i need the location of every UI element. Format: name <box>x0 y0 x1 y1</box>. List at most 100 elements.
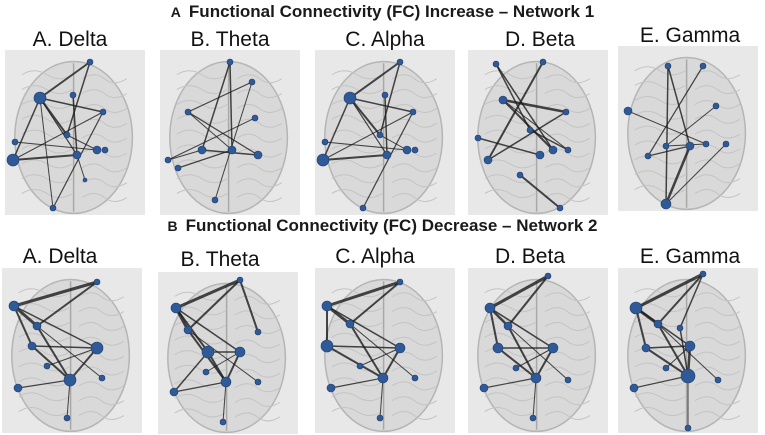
brain-network-gamma <box>618 46 758 211</box>
brain-node <box>685 141 695 151</box>
brain-gyrus <box>21 85 128 99</box>
connectivity-edge <box>239 279 259 333</box>
connectivity-edge <box>495 63 531 131</box>
connectivity-edge <box>66 61 91 136</box>
brain-node <box>183 325 193 335</box>
brain-node <box>376 414 384 422</box>
panel-label-gamma: E. Gamma <box>639 245 741 268</box>
brain-node <box>69 91 77 99</box>
connectivity-edge <box>326 345 384 379</box>
brain-gyrus <box>634 288 741 302</box>
brain-network-gamma <box>618 268 758 433</box>
connectivity-edge <box>489 307 554 349</box>
brain-gyrus <box>18 347 125 361</box>
connectivity-edge <box>31 345 98 349</box>
brain-node <box>321 300 333 312</box>
brain-node <box>93 278 101 286</box>
brain-node <box>376 131 384 139</box>
connectivity-edge <box>647 145 691 157</box>
brain-svg <box>158 272 298 434</box>
connectivity-edge <box>173 351 209 393</box>
brain-node <box>498 95 508 105</box>
brain-gyrus <box>331 174 438 188</box>
brain-gyrus <box>634 66 741 80</box>
brain-node <box>409 108 417 116</box>
brain-gyrus <box>331 392 438 406</box>
connectivity-edge <box>379 134 408 151</box>
brain-network-alpha <box>315 50 455 215</box>
brain-gyrus <box>331 129 438 143</box>
connectivity-edge <box>177 149 233 169</box>
brain-network-beta <box>468 268 608 433</box>
connectivity-edge <box>52 111 104 209</box>
connectivity-edge <box>326 305 401 349</box>
brain-node <box>653 319 663 329</box>
connectivity-edge <box>66 379 71 419</box>
brain-gyrus <box>484 392 591 406</box>
connectivity-edge <box>645 347 689 377</box>
connectivity-edge <box>362 111 414 209</box>
brain-node <box>396 278 404 286</box>
brain-gyrus <box>484 70 591 84</box>
brain-node <box>170 302 182 314</box>
brain-network-delta <box>2 268 142 433</box>
connectivity-edge <box>36 281 98 327</box>
brain-node <box>474 134 482 142</box>
connectivity-edge <box>36 325 103 379</box>
panel-label-theta: B. Theta <box>180 248 260 271</box>
brain-gyrus <box>21 99 128 113</box>
connectivity-edge <box>379 377 384 419</box>
connectivity-edge <box>635 272 704 310</box>
brain-gyrus <box>18 317 125 331</box>
connectivity-edge <box>349 61 401 99</box>
brain-node <box>544 272 552 280</box>
brain-node <box>211 196 219 204</box>
connectivity-edge <box>507 325 569 381</box>
connectivity-edge <box>13 305 98 349</box>
brain-node <box>359 204 367 212</box>
connectivity-edge <box>535 347 554 379</box>
connectivity-edge <box>519 174 561 209</box>
connectivity-edge <box>173 381 227 393</box>
brain-node <box>483 155 493 165</box>
brain-node <box>526 126 534 134</box>
section-letter: A <box>170 4 181 20</box>
connectivity-edge <box>39 61 91 99</box>
connectivity-edge <box>384 94 388 156</box>
brain-gyrus <box>174 408 281 422</box>
brain-node <box>202 368 210 376</box>
brain-svg <box>618 268 758 433</box>
brain-gyrus <box>176 189 283 203</box>
connectivity-edge <box>635 307 647 349</box>
brain-node <box>484 302 496 314</box>
brain-node <box>712 102 720 110</box>
brain-gyrus <box>634 110 741 124</box>
brain-node <box>226 58 234 66</box>
brain-node <box>684 340 696 352</box>
connectivity-edge <box>633 375 689 389</box>
brain-node <box>644 152 652 160</box>
brain-node <box>345 319 355 329</box>
brain-node <box>722 140 730 148</box>
brain-gyrus <box>331 288 438 302</box>
brain-node <box>662 364 670 372</box>
brain-node <box>197 145 207 155</box>
section-letter: B <box>167 218 178 234</box>
brain-node <box>402 145 412 155</box>
connectivity-edge <box>502 99 569 151</box>
connectivity-edge <box>326 280 401 308</box>
brain-gyrus <box>484 288 591 302</box>
brain-node <box>535 150 545 160</box>
brain-gyrus <box>18 392 125 406</box>
brain-node <box>629 301 643 315</box>
connectivity-edge <box>657 273 704 325</box>
brain-node <box>512 364 520 372</box>
brain-node <box>503 321 513 331</box>
brain-node <box>82 177 88 183</box>
connectivity-edge <box>664 145 692 205</box>
connectivity-edge <box>322 97 351 161</box>
brain-node <box>662 142 670 150</box>
brain-gyrus <box>634 155 741 169</box>
brain-node <box>227 145 237 155</box>
